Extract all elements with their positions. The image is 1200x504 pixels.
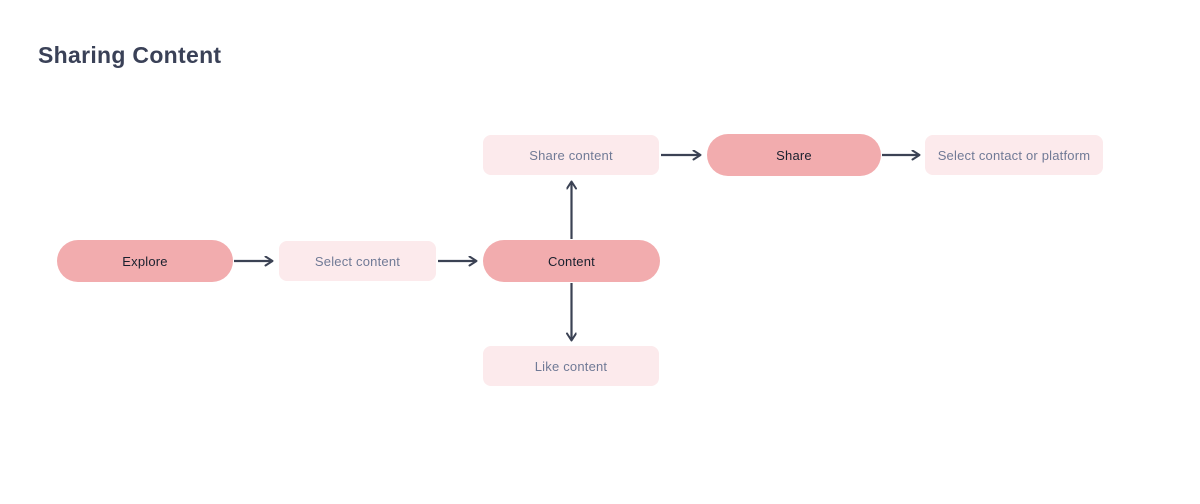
node-select-contact-or-platform-label: Select contact or platform xyxy=(937,147,1091,163)
node-like-content: Like content xyxy=(483,346,659,386)
node-select-content: Select content xyxy=(279,241,436,281)
node-select-contact-or-platform: Select contact or platform xyxy=(925,135,1103,175)
node-share-content: Share content xyxy=(483,135,659,175)
node-like-content-label: Like content xyxy=(534,358,608,374)
node-share-content-label: Share content xyxy=(529,147,613,163)
node-select-content-label: Select content xyxy=(314,253,401,269)
node-explore: Explore xyxy=(57,240,233,282)
node-content: Content xyxy=(483,240,660,282)
node-content-label: Content xyxy=(548,253,595,269)
node-explore-label: Explore xyxy=(122,253,168,269)
node-share-label: Share xyxy=(776,147,812,163)
node-share: Share xyxy=(707,134,881,176)
page-title: Sharing Content xyxy=(38,42,222,68)
